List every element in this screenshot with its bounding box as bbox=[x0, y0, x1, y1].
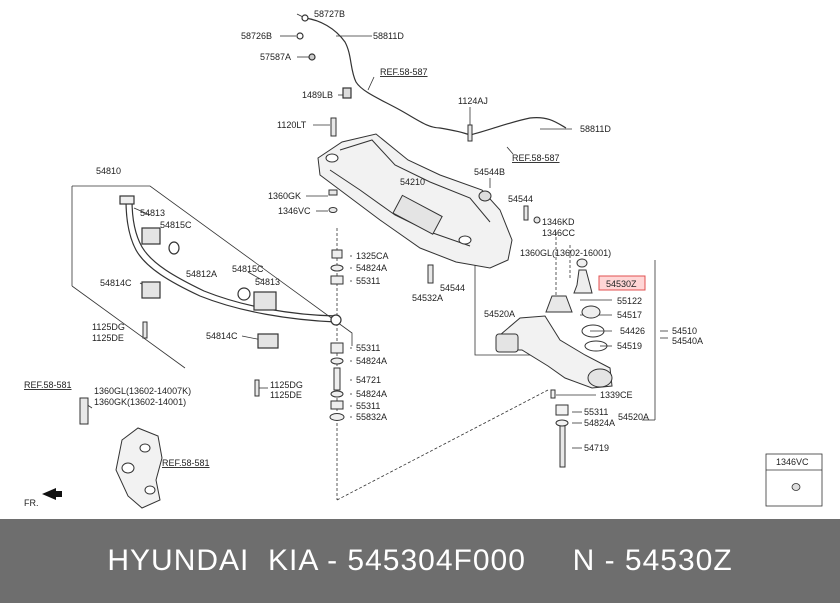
label-1125DE-2: 1125DE bbox=[270, 390, 302, 400]
label-1346VC: 1346VC bbox=[278, 206, 311, 216]
label-54813-2: 54813 bbox=[255, 277, 280, 287]
steering-knuckle bbox=[115, 427, 163, 509]
ref-58-581-2[interactable]: REF.58-581 bbox=[162, 458, 210, 468]
label-58727B: 58727B bbox=[314, 9, 345, 19]
brake-hose bbox=[296, 14, 567, 136]
label-1125DG: 1125DG bbox=[92, 322, 125, 332]
ref-58-581[interactable]: REF.58-581 bbox=[24, 380, 72, 390]
highlight-box bbox=[598, 275, 646, 291]
label-fr: FR. bbox=[24, 498, 39, 508]
label-1346KD: 1346KD bbox=[542, 217, 575, 227]
ref-58-587[interactable]: REF.58-587 bbox=[380, 67, 428, 77]
label-54810: 54810 bbox=[96, 166, 121, 176]
ball-joint-parts bbox=[573, 258, 608, 352]
label-54540A: 54540A bbox=[672, 336, 703, 346]
label-54510: 54510 bbox=[672, 326, 697, 336]
label-55311-4: 55311 bbox=[584, 407, 608, 417]
crossmember bbox=[317, 133, 513, 269]
label-54824A: 54824A bbox=[356, 263, 387, 273]
label-54815C-2: 54815C bbox=[232, 264, 264, 274]
lower-control-arm bbox=[495, 295, 613, 427]
label-1125DG-2: 1125DG bbox=[270, 380, 303, 390]
label-1346CC: 1346CC bbox=[542, 228, 576, 238]
label-54520A-2: 54520A bbox=[618, 412, 649, 422]
label-54814C: 54814C bbox=[100, 278, 132, 288]
label-1125DE: 1125DE bbox=[92, 333, 124, 343]
label-54824A-3: 54824A bbox=[356, 389, 387, 399]
label-55311-2: 55311 bbox=[356, 343, 380, 353]
footer-part-number: HYUNDAI KIA - 545304F000 N - 54530Z bbox=[107, 544, 733, 577]
label-54544B: 54544B bbox=[474, 167, 505, 177]
label-54815C: 54815C bbox=[160, 220, 192, 230]
label-55832A: 55832A bbox=[356, 412, 387, 422]
front-arrow-icon bbox=[42, 488, 62, 500]
label-1120LT: 1120LT bbox=[277, 120, 307, 130]
label-54824A-2: 54824A bbox=[356, 356, 387, 366]
label-57587A: 57587A bbox=[260, 52, 291, 62]
stabilizer-bar bbox=[119, 195, 342, 349]
label-54517: 54517 bbox=[617, 310, 642, 320]
label-1360GL-2: 1360GL(13602-14007K) bbox=[94, 386, 191, 396]
label-54532A: 54532A bbox=[412, 293, 443, 303]
label-1339CE: 1339CE bbox=[600, 390, 633, 400]
label-54721: 54721 bbox=[356, 375, 381, 385]
stabilizer-link-stack bbox=[329, 249, 345, 421]
label-1325CA: 1325CA bbox=[356, 251, 389, 261]
label-58726B: 58726B bbox=[241, 31, 272, 41]
label-1360GK: 1360GK bbox=[268, 191, 301, 201]
label-1489LB: 1489LB bbox=[302, 90, 333, 100]
parts-diagram: 58727B 58726B 58811D 57587A REF.58-587 1… bbox=[24, 9, 823, 509]
label-58811D-2: 58811D bbox=[580, 124, 611, 134]
label-54520A: 54520A bbox=[484, 309, 515, 319]
label-54426: 54426 bbox=[620, 326, 645, 336]
label-54719: 54719 bbox=[584, 443, 609, 453]
label-54210: 54210 bbox=[400, 177, 425, 187]
label-54544: 54544 bbox=[508, 194, 533, 204]
label-1124AJ: 1124AJ bbox=[458, 96, 488, 106]
label-54812A: 54812A bbox=[186, 269, 217, 279]
inset-box bbox=[765, 453, 823, 507]
label-1360GK-2: 1360GK(13602-14001) bbox=[94, 397, 186, 407]
label-55311-3: 55311 bbox=[356, 401, 380, 411]
label-54814C-2: 54814C bbox=[206, 331, 238, 341]
label-54813: 54813 bbox=[140, 208, 165, 218]
footer-bar: HYUNDAI KIA - 545304F000 N - 54530Z bbox=[0, 519, 840, 603]
label-54530Z[interactable]: 54530Z bbox=[606, 279, 637, 289]
label-54519: 54519 bbox=[617, 341, 642, 351]
label-55311: 55311 bbox=[356, 276, 380, 286]
label-55122: 55122 bbox=[617, 296, 642, 306]
label-58811D: 58811D bbox=[373, 31, 404, 41]
label-54824A-4: 54824A bbox=[584, 418, 615, 428]
ref-58-587-2[interactable]: REF.58-587 bbox=[512, 153, 560, 163]
part-labels: 58727B 58726B 58811D 57587A REF.58-587 1… bbox=[24, 9, 809, 508]
label-54544-2: 54544 bbox=[440, 283, 465, 293]
inset-label-1346VC: 1346VC bbox=[776, 457, 809, 467]
label-1360GL: 1360GL(13602-16001) bbox=[520, 248, 611, 258]
